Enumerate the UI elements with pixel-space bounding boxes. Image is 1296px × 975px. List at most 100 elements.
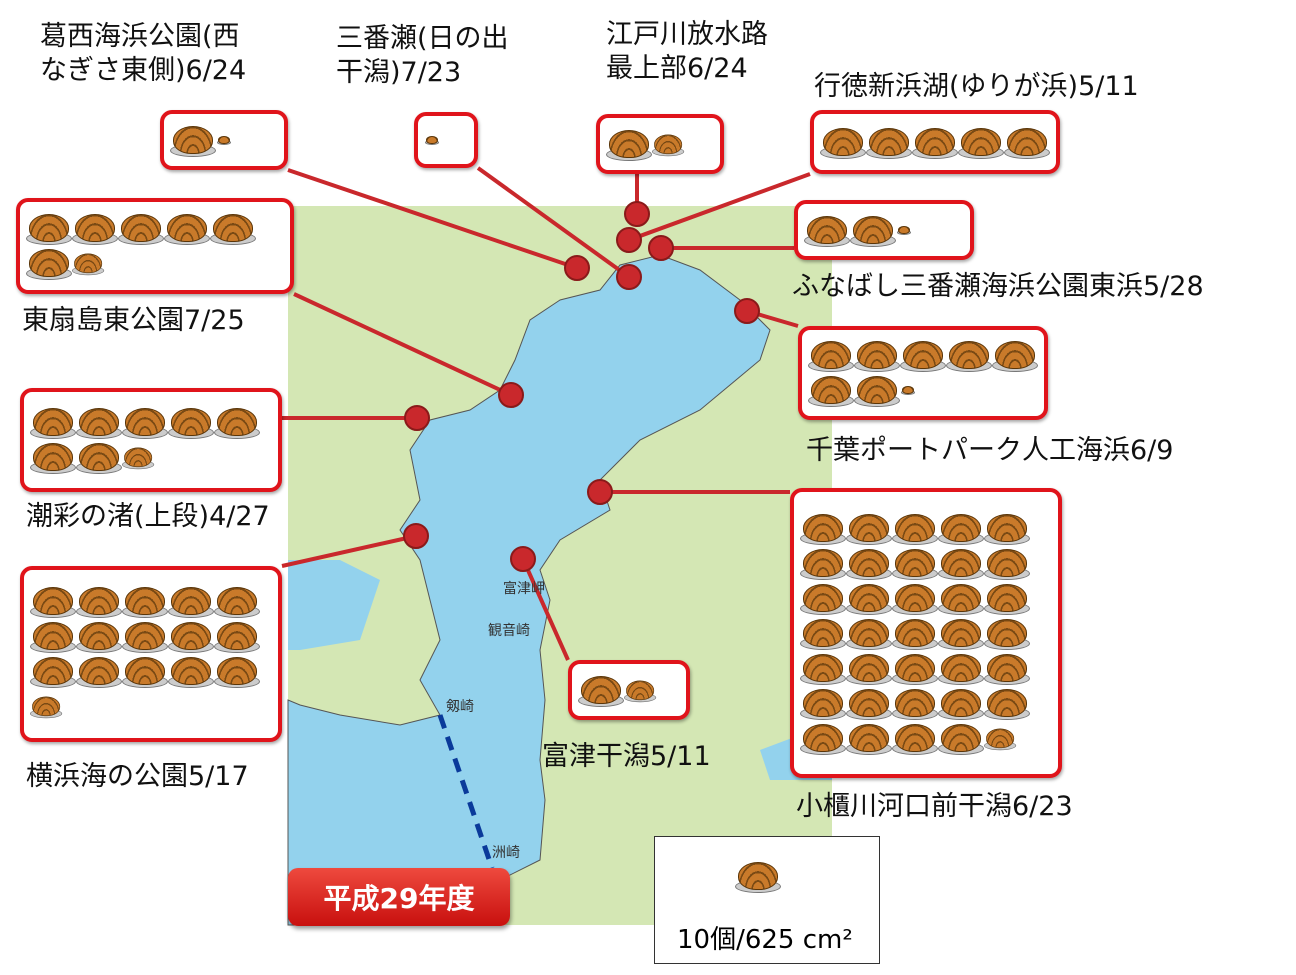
clam-count-box-chiba-port xyxy=(798,326,1048,420)
clam-icon xyxy=(912,126,958,160)
site-marker-edogawa[interactable] xyxy=(624,201,650,227)
site-label-obitsu: 小櫃川河口前干潟6/23 xyxy=(796,790,1073,824)
site-label-chiba-port: 千葉ポートパーク人工海浜6/9 xyxy=(806,434,1173,468)
site-marker-kasai[interactable] xyxy=(564,255,590,281)
clam-icon xyxy=(846,687,892,721)
clam-icon xyxy=(800,652,846,686)
site-label-shiosai: 潮彩の渚(上段)4/27 xyxy=(26,500,270,534)
clam-icon xyxy=(30,406,76,440)
clam-icon xyxy=(800,512,846,546)
clam-icon xyxy=(168,655,214,689)
clam-icon xyxy=(122,446,155,470)
leader-line-yokohama-uminokoen xyxy=(281,534,417,568)
clam-icon xyxy=(854,339,900,373)
clam-icon xyxy=(72,212,118,246)
clam-icon xyxy=(606,128,652,162)
site-label-line: 最上部6/24 xyxy=(606,53,748,84)
clam-count-box-sanbanze-hinode xyxy=(414,112,478,168)
clam-icon xyxy=(26,212,72,246)
site-marker-funabashi[interactable] xyxy=(648,235,674,261)
clam-icon xyxy=(992,339,1038,373)
clam-icon xyxy=(846,722,892,756)
clam-icon xyxy=(938,687,984,721)
clam-icon xyxy=(984,727,1017,751)
clam-icon xyxy=(846,547,892,581)
clam-icon xyxy=(76,441,122,475)
place-sunosaki: 洲崎 xyxy=(492,845,520,861)
clam-icon xyxy=(846,617,892,651)
clam-icon xyxy=(900,339,946,373)
clam-icon xyxy=(850,214,896,248)
site-label-line: 江戸川放水路 xyxy=(606,19,768,50)
place-kannonzaki: 観音崎 xyxy=(488,623,530,639)
clam-icon xyxy=(578,674,624,708)
clam-icon xyxy=(892,652,938,686)
site-marker-shiosai[interactable] xyxy=(404,405,430,431)
site-label-line: 葛西海浜公園(西 xyxy=(40,21,240,52)
place-tsurugisaki: 剱崎 xyxy=(446,699,474,715)
clam-icon xyxy=(168,406,214,440)
site-marker-higashi-ogishima[interactable] xyxy=(498,382,524,408)
clam-icon xyxy=(938,547,984,581)
clam-icon xyxy=(170,124,216,158)
clam-icon xyxy=(846,582,892,616)
site-label-line: なぎさ東側)6/24 xyxy=(40,55,247,86)
clam-icon xyxy=(938,617,984,651)
site-label-higashi-ogishima: 東扇島東公園7/25 xyxy=(22,304,245,338)
clam-icon xyxy=(866,126,912,160)
clam-icon xyxy=(892,722,938,756)
site-marker-sanbanze-hinode[interactable] xyxy=(616,264,642,290)
west-water xyxy=(288,560,380,650)
site-label-line: 潮彩の渚(上段)4/27 xyxy=(26,501,270,532)
clam-icon xyxy=(984,512,1030,546)
site-label-line: 三番瀬(日の出 xyxy=(336,23,509,54)
clam-icon xyxy=(214,585,260,619)
clam-icon xyxy=(652,133,685,157)
clam-count-box-futtsu xyxy=(568,660,690,720)
clam-icon xyxy=(624,679,657,703)
clam-icon xyxy=(76,620,122,654)
clam-count-box-kasai xyxy=(160,110,288,170)
bay-boundary-line xyxy=(437,714,495,869)
clam-icon xyxy=(76,655,122,689)
clam-icon xyxy=(938,652,984,686)
site-marker-futtsu[interactable] xyxy=(510,546,536,572)
year-badge: 平成29年度 xyxy=(288,868,510,926)
clam-icon xyxy=(118,212,164,246)
clam-icon xyxy=(30,441,76,475)
clam-icon xyxy=(892,687,938,721)
clam-icon xyxy=(892,512,938,546)
site-label-funabashi: ふなばし三番瀬海浜公園東浜5/28 xyxy=(792,270,1204,304)
clam-icon xyxy=(896,214,912,248)
site-label-line: 横浜海の公園5/17 xyxy=(26,761,249,792)
clam-icon xyxy=(735,860,781,894)
clam-icon xyxy=(1004,126,1050,160)
site-marker-yokohama-uminokoen[interactable] xyxy=(403,523,429,549)
site-label-edogawa: 江戸川放水路最上部6/24 xyxy=(606,18,768,86)
clam-icon xyxy=(424,124,440,158)
place-futtsu-misaki: 富津岬 xyxy=(503,581,545,597)
clam-icon xyxy=(30,585,76,619)
site-marker-obitsu[interactable] xyxy=(587,479,613,505)
site-label-line: 千葉ポートパーク人工海浜6/9 xyxy=(806,435,1174,466)
site-marker-chiba-port[interactable] xyxy=(734,298,760,324)
clam-icon xyxy=(846,652,892,686)
clam-icon xyxy=(984,652,1030,686)
clam-icon xyxy=(800,617,846,651)
clam-icon xyxy=(214,655,260,689)
clam-icon xyxy=(122,585,168,619)
clam-icon xyxy=(804,214,850,248)
leader-line-sanbanze-hinode xyxy=(476,166,631,279)
site-label-gyotoku: 行徳新浜湖(ゆりが浜)5/11 xyxy=(814,70,1139,104)
site-label-line: 小櫃川河口前干潟6/23 xyxy=(796,791,1073,822)
clam-icon xyxy=(808,339,854,373)
leader-line-gyotoku xyxy=(628,172,811,242)
clam-icon xyxy=(122,406,168,440)
clam-icon xyxy=(168,585,214,619)
clam-icon xyxy=(26,247,72,281)
clam-icon xyxy=(938,512,984,546)
clam-icon xyxy=(168,620,214,654)
site-marker-gyotoku[interactable] xyxy=(616,227,642,253)
leader-line-futtsu xyxy=(521,558,570,661)
